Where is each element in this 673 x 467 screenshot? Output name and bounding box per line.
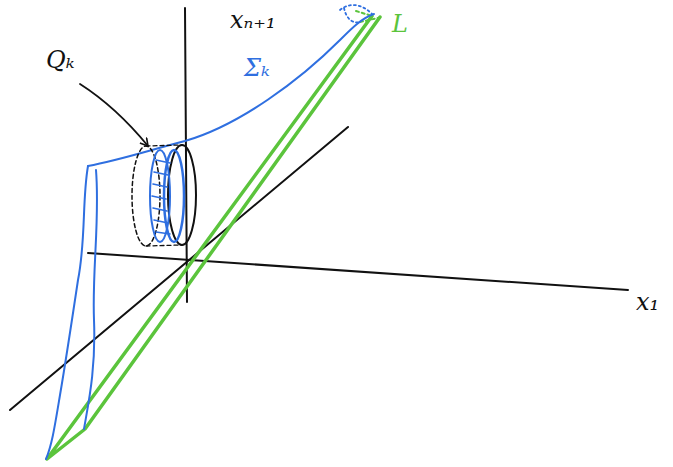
x1-axis [88,253,628,290]
depth-axis [10,127,348,410]
surface-corner [340,5,372,22]
surface-left-edge [46,166,88,459]
region-hatching [152,160,170,234]
surface-inner-edge [84,170,97,429]
region-label: Qₖ [46,48,74,72]
axis-label: x₁ [636,290,659,314]
line-label: L [392,12,408,36]
leader-arrow [80,84,148,146]
surface-label: Σₖ [244,56,270,80]
vertical-axis [185,8,187,302]
surface-top-edge [88,14,374,166]
axis-label: xₙ₊₁ [230,8,276,32]
line-strip [47,16,380,459]
region-rim [164,150,184,242]
